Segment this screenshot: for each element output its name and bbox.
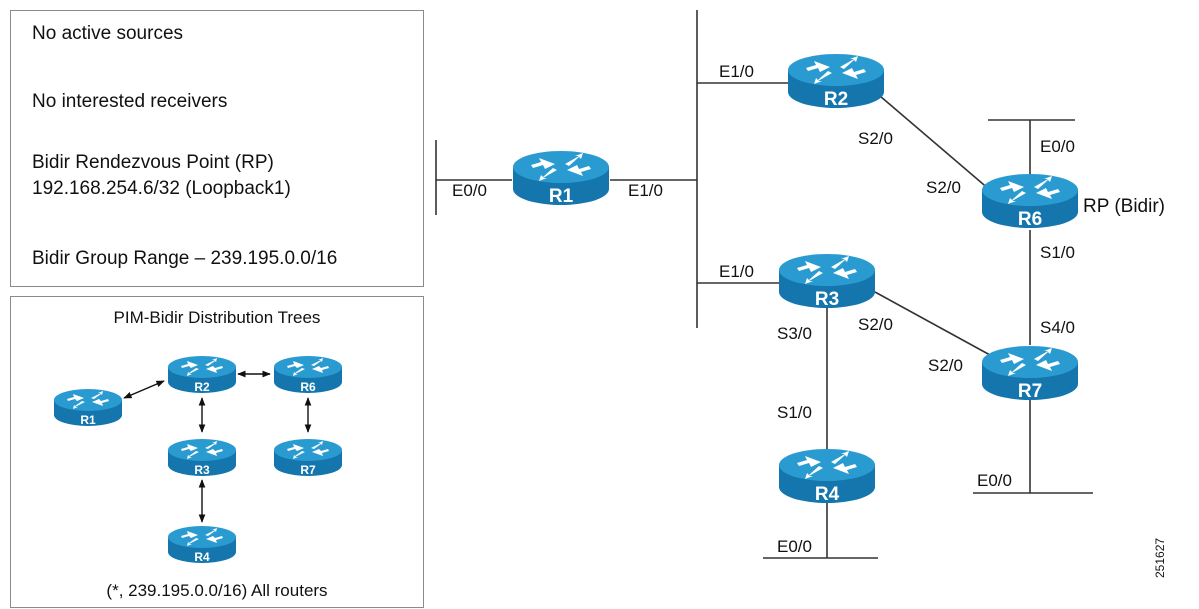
r1-e00-label: E0/0 — [452, 181, 487, 200]
router-r2-label: R2 — [824, 89, 848, 110]
r7-s40-label: S4/0 — [1040, 318, 1075, 337]
no-active-sources-text: No active sources — [32, 23, 184, 44]
tree-router-r1-label: R1 — [80, 413, 96, 427]
tree-router-r6: R6 — [274, 356, 342, 394]
r4-s10-label: S1/0 — [777, 403, 812, 422]
r6-e00-label: E0/0 — [1040, 137, 1075, 156]
link-r3-r7 — [874, 291, 991, 356]
router-r1: R1 — [513, 151, 609, 207]
r2-e10-label: E1/0 — [719, 62, 754, 81]
link-r2-r6 — [879, 95, 991, 191]
arrow-r1-r2 — [123, 380, 165, 399]
no-interested-receivers-text: No interested receivers — [32, 91, 228, 112]
tree-router-r4-label: R4 — [194, 550, 210, 564]
network-links — [435, 10, 1093, 559]
router-r7: R7 — [982, 346, 1078, 402]
group-range-text: Bidir Group Range – 239.195.0.0/16 — [32, 248, 338, 269]
tree-router-r4: R4 — [168, 526, 236, 564]
router-r3: R3 — [779, 254, 875, 310]
rp-address-text: 192.168.254.6/32 (Loopback1) — [32, 178, 291, 199]
router-r6: R6 — [982, 174, 1078, 230]
tree-router-r2-label: R2 — [194, 380, 210, 394]
r6-s10-label: S1/0 — [1040, 243, 1075, 262]
r4-e00-label: E0/0 — [777, 537, 812, 556]
router-r4: R4 — [779, 449, 875, 505]
tree-router-r3-label: R3 — [194, 463, 210, 477]
info-box: No active sources No interested receiver… — [10, 10, 424, 287]
tree-router-r6-label: R6 — [300, 380, 316, 394]
r7-e00-label: E0/0 — [977, 471, 1012, 490]
r3-s20-label: S2/0 — [858, 315, 893, 334]
router-r6-label: R6 — [1018, 209, 1042, 230]
distribution-tree-title: PIM-Bidir Distribution Trees — [113, 308, 321, 327]
rp-bidir-label: RP (Bidir) — [1083, 196, 1165, 217]
tree-router-r7: R7 — [274, 439, 342, 477]
tree-arrows — [123, 370, 312, 523]
router-r1-label: R1 — [549, 186, 574, 207]
interface-labels: E0/0 E1/0 E1/0 S2/0 E0/0 S2/0 RP (Bidir)… — [452, 62, 1167, 578]
rp-title-text: Bidir Rendezvous Point (RP) — [32, 152, 274, 173]
figure-id-label: 251627 — [1153, 538, 1167, 578]
router-r3-label: R3 — [815, 289, 839, 310]
r7-s20-label: S2/0 — [928, 356, 963, 375]
r3-s30-label: S3/0 — [777, 324, 812, 343]
tree-router-r2: R2 — [168, 356, 236, 394]
distribution-tree-caption: (*, 239.195.0.0/16) All routers — [106, 581, 328, 600]
router-r2: R2 — [788, 54, 884, 110]
r3-e10-label: E1/0 — [719, 262, 754, 281]
r2-s20-label: S2/0 — [858, 129, 893, 148]
r1-e10-label: E1/0 — [628, 181, 663, 200]
router-r4-label: R4 — [815, 484, 840, 505]
r6-s20-label: S2/0 — [926, 178, 961, 197]
tree-router-r3: R3 — [168, 439, 236, 477]
tree-router-r7-label: R7 — [300, 463, 316, 477]
tree-router-r1: R1 — [54, 389, 122, 427]
router-r7-label: R7 — [1018, 381, 1042, 402]
